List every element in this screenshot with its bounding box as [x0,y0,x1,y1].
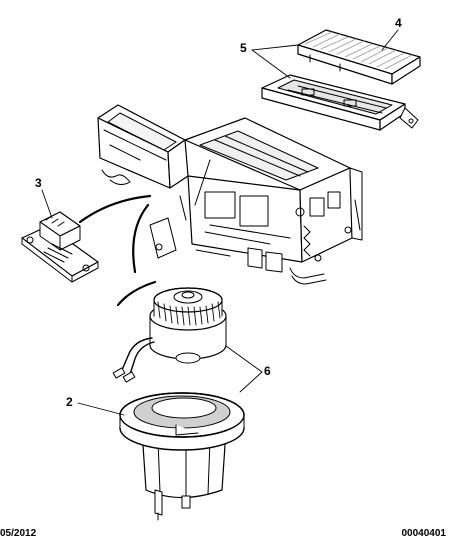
callout-part-2: 2 [66,395,73,409]
assembly-guide-curve-blower-bottom [116,280,157,307]
heater-housing [97,104,363,285]
callout-part-4: 4 [395,16,402,30]
footer-reference-number: 00040401 [401,528,447,539]
blower-resistor [21,211,99,283]
blower-housing [119,392,245,521]
footer-date: 05/2012 [0,528,37,539]
assembly-guide-curve-resistor [78,194,152,224]
blower-motor-fan [112,287,227,383]
cabin-filter-element [297,29,421,85]
leader-lines [41,29,399,416]
assembly-guide-curve-blower-top [132,203,150,274]
callout-part-5: 5 [240,41,247,55]
filter-housing-cover [261,74,419,131]
callout-part-3: 3 [35,176,42,190]
callout-part-6: 6 [264,364,271,378]
